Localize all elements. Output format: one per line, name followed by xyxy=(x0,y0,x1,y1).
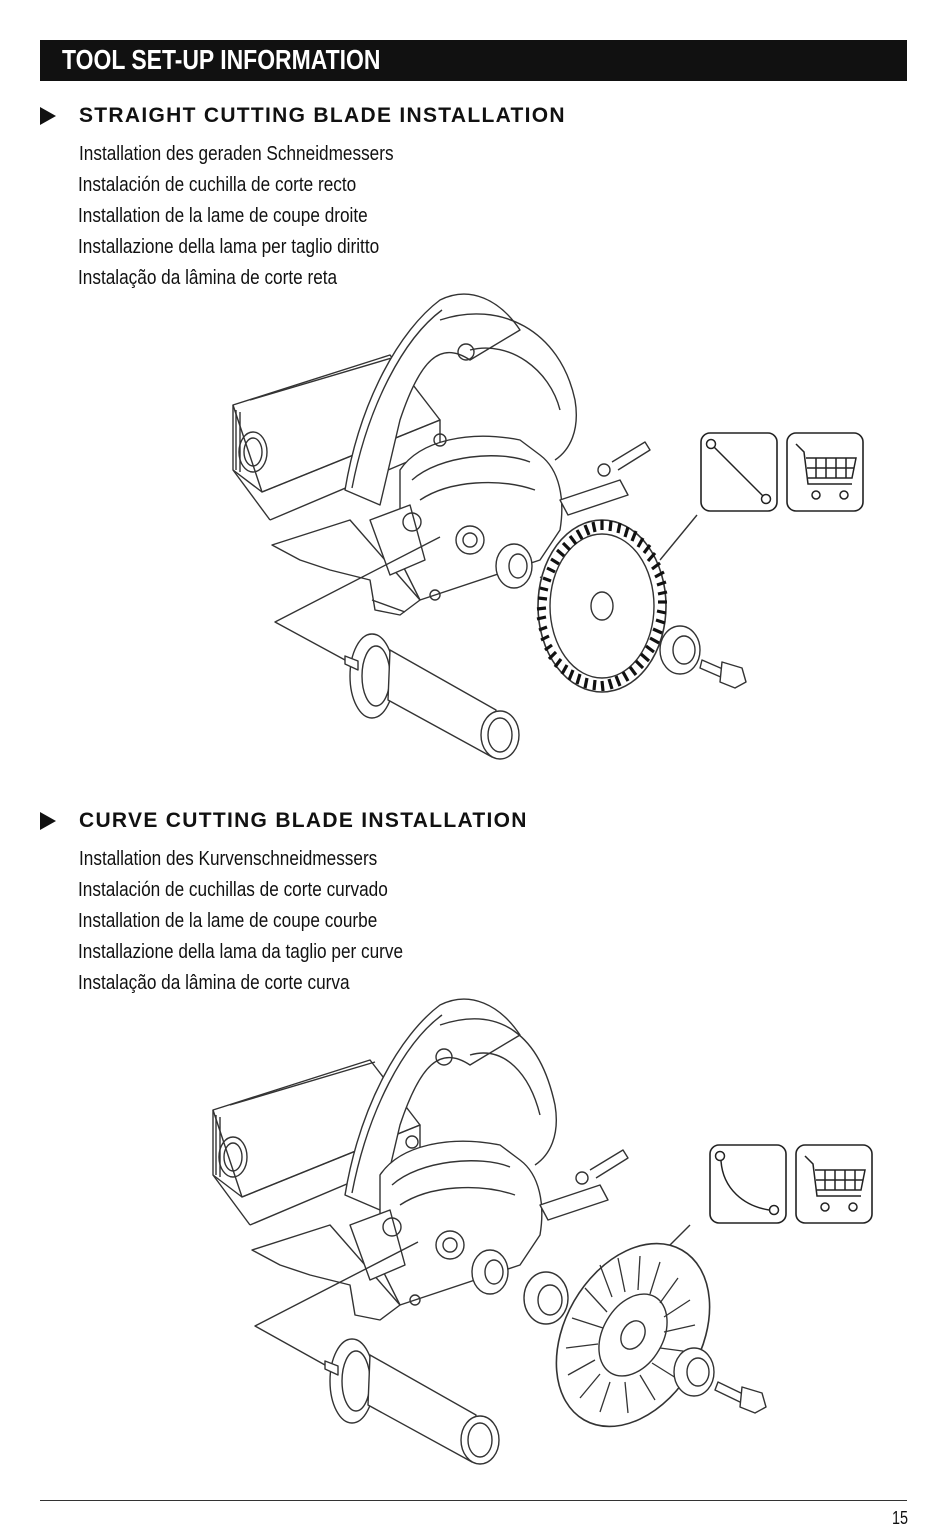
page-number: 15 xyxy=(891,1508,908,1528)
translation-es: Instalación de cuchillas de corte curvad… xyxy=(78,879,388,901)
translation-fr: Installation de la lame de coupe droite xyxy=(78,205,368,227)
translation-it: Installazione della lama per taglio diri… xyxy=(78,236,380,258)
translation-list: Installation des geraden Schneidmessers … xyxy=(78,139,445,294)
translation-pt: Instalação da lâmina de corte reta xyxy=(78,267,338,289)
curve-line-icon xyxy=(709,1144,787,1224)
translation-de: Installation des Kurvenschneidmessers xyxy=(79,848,378,870)
translation-es: Instalación de cuchilla de corte recto xyxy=(78,174,357,196)
translation-fr: Installation de la lame de coupe courbe xyxy=(78,910,378,932)
header-bar: TOOL SET-UP INFORMATION xyxy=(40,40,907,81)
footer-rule xyxy=(40,1500,907,1501)
curve-blade-illustration xyxy=(212,998,767,1465)
translation-pt: Instalação da lâmina de corte curva xyxy=(78,972,350,994)
triangle-bullet-icon xyxy=(40,812,56,830)
section-title: CURVE CUTTING BLADE INSTALLATION xyxy=(79,809,528,832)
straight-blade-illustration xyxy=(232,293,747,760)
translation-list: Installation des Kurvenschneidmessers In… xyxy=(78,844,456,999)
triangle-bullet-icon xyxy=(40,107,56,125)
straight-line-icon xyxy=(700,432,778,512)
page-title: TOOL SET-UP INFORMATION xyxy=(62,44,381,75)
translation-it: Installazione della lama da taglio per c… xyxy=(78,941,404,963)
cart-icon xyxy=(795,1144,873,1224)
cart-icon xyxy=(786,432,864,512)
translation-de: Installation des geraden Schneidmessers xyxy=(79,143,394,165)
section-title: STRAIGHT CUTTING BLADE INSTALLATION xyxy=(79,104,566,127)
